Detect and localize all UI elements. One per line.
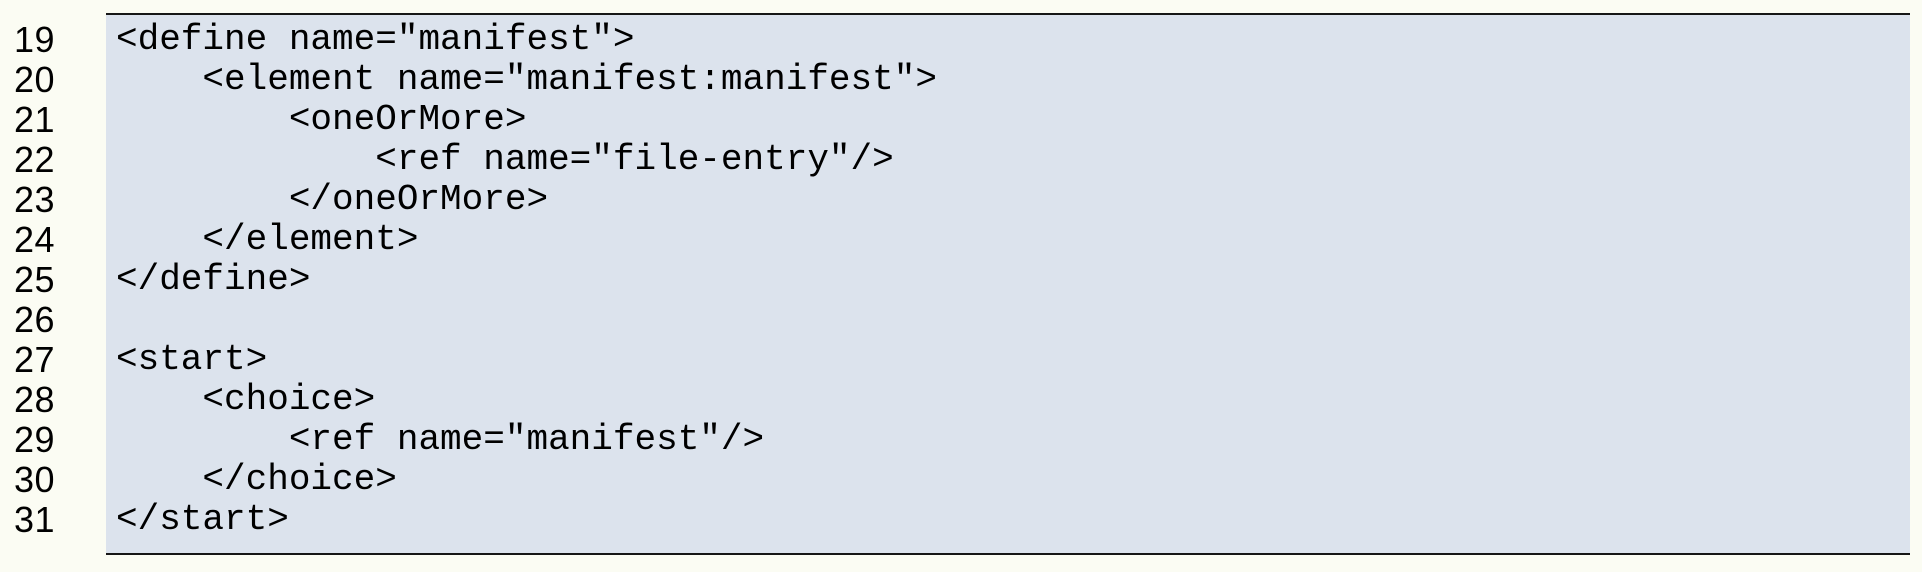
code-block: <define name="manifest"> <element name="…	[106, 13, 1910, 555]
code-line: </choice>	[116, 459, 397, 500]
line-number: 20	[14, 59, 56, 100]
line-number: 22	[14, 139, 56, 180]
code-line: <ref name="manifest"/>	[116, 419, 765, 460]
code-line: <oneOrMore>	[116, 99, 527, 140]
line-number: 29	[14, 419, 56, 460]
code-line: </oneOrMore>	[116, 179, 549, 220]
line-number: 30	[14, 459, 56, 500]
code-line: <ref name="file-entry"/>	[116, 139, 894, 180]
line-number: 28	[14, 379, 56, 420]
code-line: <start>	[116, 339, 268, 380]
line-number: 26	[14, 299, 56, 340]
line-number: 25	[14, 259, 56, 300]
code-line: <element name="manifest:manifest">	[116, 59, 937, 100]
code-line: <define name="manifest">	[116, 19, 635, 60]
code-line: </define>	[116, 259, 311, 300]
code-line: </start>	[116, 499, 289, 540]
code-line: </element>	[116, 219, 419, 260]
line-number: 27	[14, 339, 56, 380]
code-line: <choice>	[116, 379, 376, 420]
line-number: 24	[14, 219, 56, 260]
line-number: 31	[14, 499, 56, 540]
code-line	[116, 300, 1902, 340]
line-number: 21	[14, 99, 56, 140]
line-number: 19	[14, 19, 56, 60]
line-number: 23	[14, 179, 56, 220]
